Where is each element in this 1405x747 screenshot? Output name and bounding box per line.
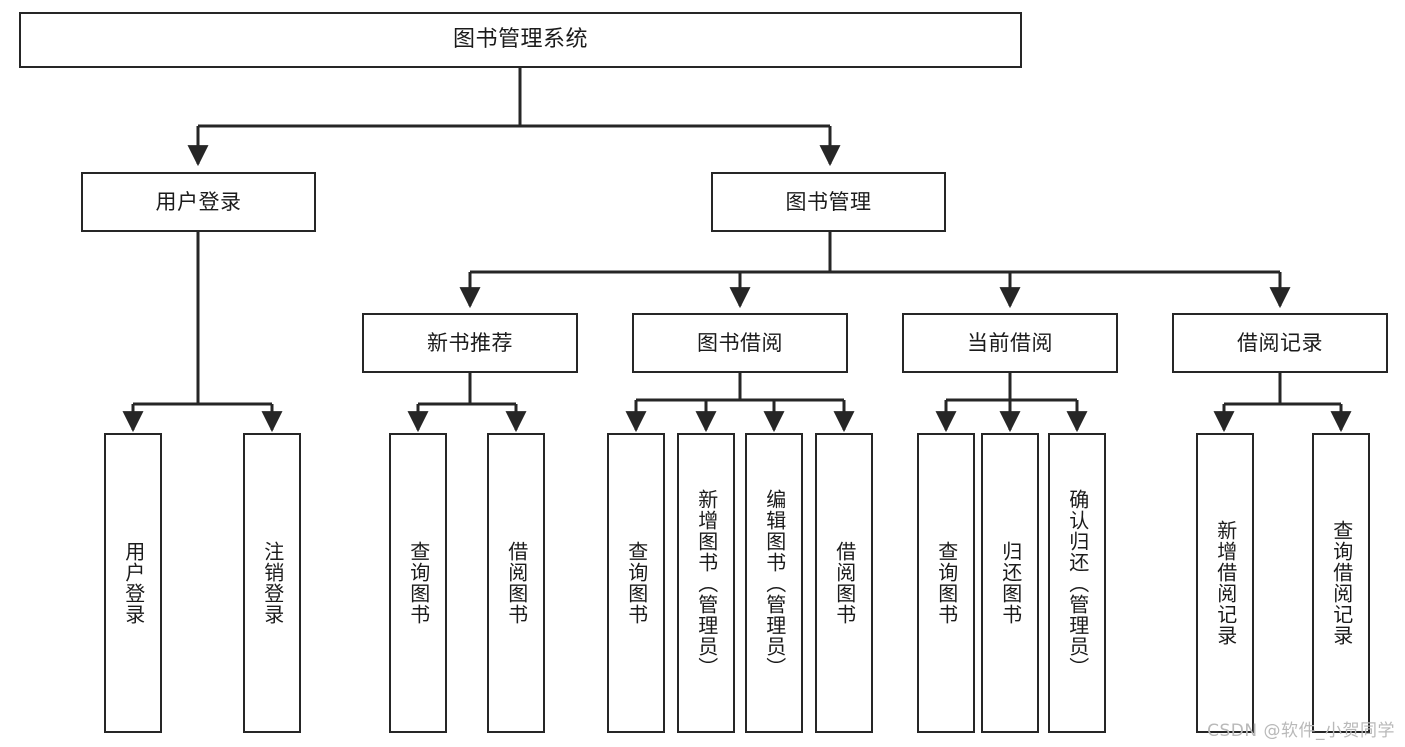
node-label: 借阅图书 — [504, 541, 529, 625]
node-root-system[interactable]: 图书管理系统 — [19, 12, 1022, 68]
node-label: 注销登录 — [260, 541, 285, 625]
node-label: 借阅图书 — [832, 541, 857, 625]
node-label: 新书推荐 — [427, 330, 513, 355]
node-label: 确认归还（管理员） — [1065, 488, 1090, 678]
node-label: 归还图书 — [998, 541, 1023, 625]
node-label: 查询借阅记录 — [1329, 520, 1354, 646]
node-label: 图书管理系统 — [452, 27, 588, 53]
leaf-edit-book-admin[interactable]: 编辑图书（管理员） — [745, 433, 803, 733]
leaf-borrow-book[interactable]: 借阅图书 — [815, 433, 873, 733]
node-label: 查询图书 — [406, 541, 431, 625]
node-label: 查询图书 — [624, 541, 649, 625]
leaf-query-book-borrow[interactable]: 查询图书 — [607, 433, 665, 733]
node-label: 借阅记录 — [1237, 330, 1323, 355]
node-label: 用户登录 — [155, 189, 242, 214]
leaf-return-book[interactable]: 归还图书 — [981, 433, 1039, 733]
node-label: 编辑图书（管理员） — [762, 488, 787, 678]
node-current-borrow[interactable]: 当前借阅 — [902, 313, 1118, 373]
node-label: 用户登录 — [121, 541, 146, 625]
node-book-management[interactable]: 图书管理 — [711, 172, 946, 232]
node-label: 新增借阅记录 — [1213, 520, 1238, 646]
node-label: 当前借阅 — [967, 330, 1053, 355]
leaf-borrow-book-recommend[interactable]: 借阅图书 — [487, 433, 545, 733]
node-book-borrow[interactable]: 图书借阅 — [632, 313, 848, 373]
node-label: 查询图书 — [934, 541, 959, 625]
leaf-user-login[interactable]: 用户登录 — [104, 433, 162, 733]
leaf-query-book-recommend[interactable]: 查询图书 — [389, 433, 447, 733]
node-user-login[interactable]: 用户登录 — [81, 172, 316, 232]
leaf-query-borrow-record[interactable]: 查询借阅记录 — [1312, 433, 1370, 733]
leaf-add-book-admin[interactable]: 新增图书（管理员） — [677, 433, 735, 733]
leaf-confirm-return-admin[interactable]: 确认归还（管理员） — [1048, 433, 1106, 733]
node-new-book-recommend[interactable]: 新书推荐 — [362, 313, 578, 373]
node-label: 图书借阅 — [697, 330, 783, 355]
leaf-user-logout[interactable]: 注销登录 — [243, 433, 301, 733]
node-borrow-records[interactable]: 借阅记录 — [1172, 313, 1388, 373]
leaf-add-borrow-record[interactable]: 新增借阅记录 — [1196, 433, 1254, 733]
node-label: 新增图书（管理员） — [694, 488, 719, 678]
node-label: 图书管理 — [785, 189, 872, 214]
leaf-query-book-current[interactable]: 查询图书 — [917, 433, 975, 733]
